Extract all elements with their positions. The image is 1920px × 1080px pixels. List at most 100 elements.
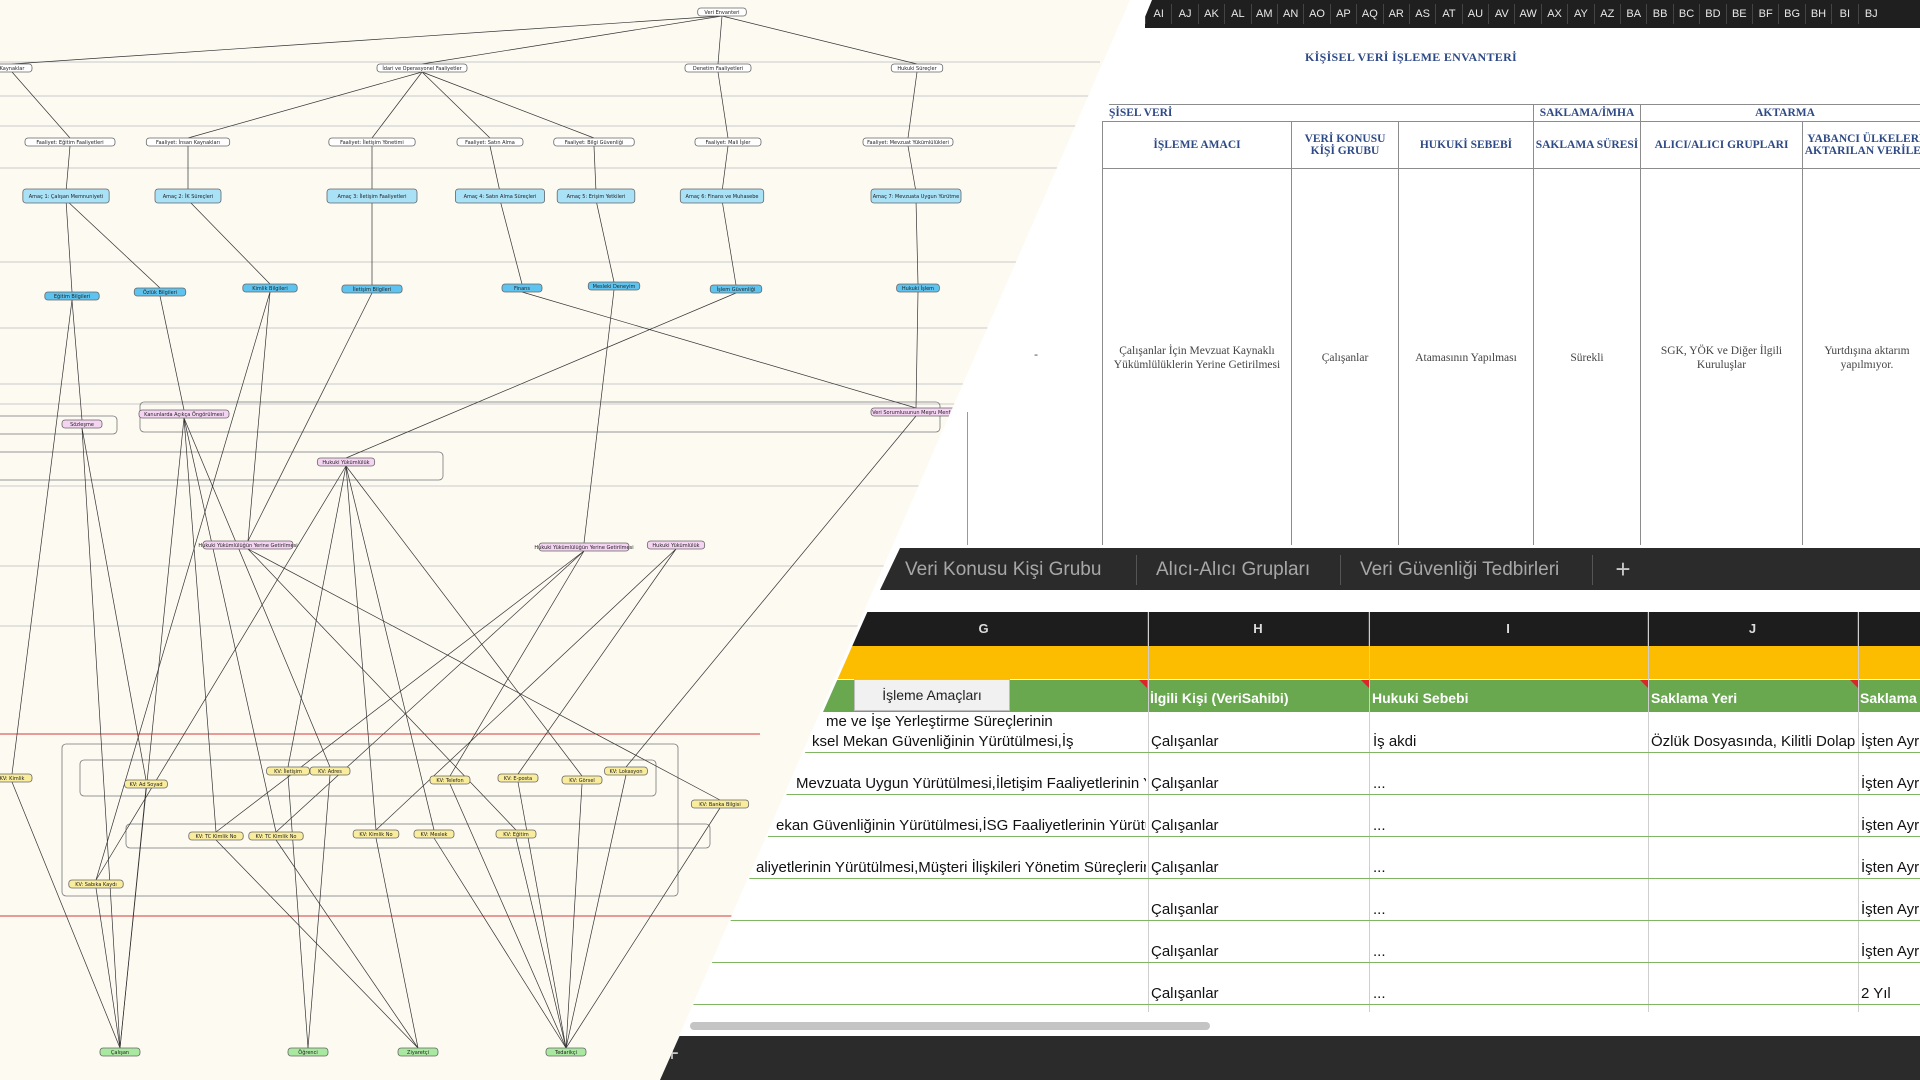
sheet-tab-recipient-groups[interactable]: Alıcı-Alıcı Grupları: [1156, 559, 1311, 580]
diagram-node-k7[interactable]: KV: Görsel: [561, 775, 603, 785]
column-letter[interactable]: AL: [1224, 4, 1250, 24]
diagram-node-a2[interactable]: Amaç 2: İK Süreçleri: [154, 188, 222, 204]
column-letter[interactable]: AM: [1250, 4, 1277, 24]
cell-k-5[interactable]: İşten Ayrılma: [1861, 901, 1920, 918]
diagram-node-m7[interactable]: Hukuki Yükümlülük: [646, 540, 706, 550]
diagram-node-k4[interactable]: KV: Adres: [309, 766, 351, 776]
diagram-node-g4[interactable]: İletişim Bilgileri: [341, 284, 403, 294]
cell-k-4[interactable]: İşten Ayrılma: [1861, 859, 1920, 876]
diagram-node-h2[interactable]: İdari ve Operasyonel Faaliyetler: [376, 63, 468, 73]
cell-j-1[interactable]: Özlük Dosyasında, Kilitli Dolap: [1651, 733, 1856, 750]
diagram-node-a3[interactable]: Amaç 3: İletişim Faaliyetleri: [326, 188, 418, 204]
column-letter[interactable]: AR: [1382, 4, 1409, 24]
column-letter[interactable]: BH: [1804, 4, 1831, 24]
diagram-node-g2[interactable]: Özlük Bilgileri: [133, 287, 187, 297]
diagram-node-g1[interactable]: Eğitim Bilgileri: [44, 291, 100, 301]
diagram-node-r4[interactable]: Tedarikçi: [545, 1047, 587, 1057]
sheet-tab-data-security-measures[interactable]: Veri Güvenliği Tedbirleri: [1360, 559, 1560, 580]
column-letter-j[interactable]: J: [1648, 612, 1858, 646]
diagram-node-p5[interactable]: Faaliyet: Bilgi Güvenliği: [553, 137, 635, 147]
cell-i-7[interactable]: ...: [1373, 985, 1386, 1002]
diagram-node-h1[interactable]: Kaynaklar: [0, 63, 33, 73]
cell-i-3[interactable]: ...: [1373, 817, 1386, 834]
diagram-node-a1[interactable]: Amaç 1: Çalışan Memnuniyeti: [22, 188, 110, 204]
column-letter-i[interactable]: I: [1369, 612, 1648, 646]
diagram-node-p1[interactable]: Faaliyet: Eğitim Faaliyetleri: [24, 137, 116, 147]
diagram-node-r2[interactable]: Öğrenci: [287, 1047, 329, 1057]
column-letter[interactable]: AY: [1567, 4, 1593, 24]
column-letter[interactable]: AX: [1540, 4, 1567, 24]
diagram-node-p4[interactable]: Faaliyet: Satın Alma: [456, 137, 524, 147]
cell-k-3[interactable]: İşten Ayrılma: [1861, 817, 1920, 834]
sheet-tab-data-subject-group[interactable]: Veri Konusu Kişi Grubu: [905, 559, 1102, 580]
diagram-node-a7[interactable]: Amaç 7: Mevzuata Uygun Yürütme: [870, 188, 962, 204]
cell-h-7[interactable]: Çalışanlar: [1151, 985, 1219, 1002]
diagram-node-m5[interactable]: Hukuki Yükümlülüğün Yerine Getirilmesi: [198, 540, 298, 550]
diagram-node-k5[interactable]: KV: Telefon: [429, 775, 471, 785]
diagram-node-g6[interactable]: Mesleki Deneyim: [587, 281, 641, 291]
cell-h-2[interactable]: Çalışanlar: [1151, 775, 1219, 792]
column-letter[interactable]: AW: [1514, 4, 1540, 24]
diagram-node-k3[interactable]: KV: İletişim: [266, 766, 310, 776]
cell-i-4[interactable]: ...: [1373, 859, 1386, 876]
column-letter[interactable]: AP: [1329, 4, 1356, 24]
column-letter-g[interactable]: G: [820, 612, 1148, 646]
diagram-node-g8[interactable]: Hukuki İşlem: [896, 283, 940, 293]
cell-h-6[interactable]: Çalışanlar: [1151, 943, 1219, 960]
column-letter[interactable]: BJ: [1857, 4, 1884, 24]
diagram-node-h3[interactable]: Denetim Faaliyetleri: [684, 63, 752, 73]
diagram-node-k15[interactable]: KV: Sabıka Kaydı: [68, 879, 124, 889]
column-letter[interactable]: BG: [1778, 4, 1804, 24]
column-letter[interactable]: BE: [1725, 4, 1752, 24]
diagram-node-k13[interactable]: KV: Meslek: [413, 829, 455, 839]
column-letter[interactable]: AU: [1461, 4, 1488, 24]
diagram-node-g5[interactable]: Finans: [501, 283, 543, 293]
diagram-node-k10[interactable]: KV: TC Kimlik No: [188, 831, 244, 841]
cell-h-4[interactable]: Çalışanlar: [1151, 859, 1219, 876]
active-tab-processing-purposes[interactable]: İşleme Amaçları: [854, 679, 1010, 711]
column-letter[interactable]: AO: [1303, 4, 1329, 24]
cell-h-1[interactable]: Çalışanlar: [1151, 733, 1219, 750]
column-letter[interactable]: AI: [1145, 4, 1171, 24]
diagram-node-g7[interactable]: İşlem Güvenliği: [709, 284, 763, 294]
cell-k-1[interactable]: İşten Ayrılma: [1861, 733, 1920, 750]
column-letter[interactable]: AV: [1488, 4, 1514, 24]
diagram-node-r3[interactable]: Ziyaretçi: [397, 1047, 439, 1057]
add-sheet-button[interactable]: +: [1615, 554, 1631, 584]
diagram-node-m3[interactable]: Veri Sorumlusunun Meşru Menfaati: [870, 407, 962, 417]
diagram-node-a4[interactable]: Amaç 4: Satın Alma Süreçleri: [454, 188, 545, 204]
column-letter-h[interactable]: H: [1148, 612, 1369, 646]
diagram-node-k12[interactable]: KV: Kimlik No: [352, 829, 400, 839]
column-letter[interactable]: AS: [1408, 4, 1435, 24]
cell-k-7[interactable]: 2 Yıl: [1861, 985, 1891, 1002]
column-letter[interactable]: BB: [1646, 4, 1672, 24]
diagram-node-m6[interactable]: Hukuki Yükümlülüğün Yerine Getirilmesi: [534, 542, 634, 552]
column-letter[interactable]: BF: [1751, 4, 1778, 24]
diagram-node-m2[interactable]: Kanunlarda Açıkça Öngörülmesi: [138, 409, 230, 419]
diagram-node-g3[interactable]: Kimlik Bilgileri: [242, 283, 298, 293]
cell-g-1[interactable]: me ve İşe Yerleştirme Süreçlerinin: [826, 713, 1053, 730]
diagram-node-p7[interactable]: Faaliyet: Mevzuat Yükümlülükleri: [862, 137, 954, 147]
cell-i-6[interactable]: ...: [1373, 943, 1386, 960]
diagram-node-m1[interactable]: Sözleşme: [61, 419, 103, 429]
cell-k-2[interactable]: İşten Ayrılma: [1861, 775, 1920, 792]
diagram-node-k14[interactable]: KV: Eğitim: [495, 829, 537, 839]
column-letter[interactable]: AJ: [1171, 4, 1197, 24]
column-letter[interactable]: BA: [1620, 4, 1646, 24]
diagram-node-k9[interactable]: KV: Banka Bilgisi: [690, 799, 750, 809]
diagram-node-p3[interactable]: Faaliyet: İletişim Yönetimi: [328, 137, 416, 147]
cell-g-4[interactable]: ekan Güvenliğinin Yürütülmesi,İSG Faaliy…: [776, 817, 1146, 834]
cell-i-5[interactable]: ...: [1373, 901, 1386, 918]
diagram-node-k6[interactable]: KV: E-posta: [497, 773, 539, 783]
column-letter[interactable]: AZ: [1593, 4, 1620, 24]
column-letter[interactable]: AQ: [1356, 4, 1382, 24]
column-letter[interactable]: BD: [1699, 4, 1725, 24]
diagram-node-m4[interactable]: Hukuki Yükümlülük: [316, 457, 376, 467]
diagram-node-k1[interactable]: KV: Kimlik: [0, 773, 33, 783]
horizontal-scrollbar[interactable]: [690, 1022, 1210, 1030]
diagram-node-r1[interactable]: Çalışan: [99, 1047, 141, 1057]
diagram-node-k11[interactable]: KV: TC Kimlik No: [248, 831, 304, 841]
cell-i-1[interactable]: İş akdi: [1373, 733, 1417, 750]
diagram-node-p6[interactable]: Faaliyet: Mali İşler: [694, 137, 762, 147]
diagram-node-p2[interactable]: Faaliyet: İnsan Kaynakları: [145, 137, 231, 147]
